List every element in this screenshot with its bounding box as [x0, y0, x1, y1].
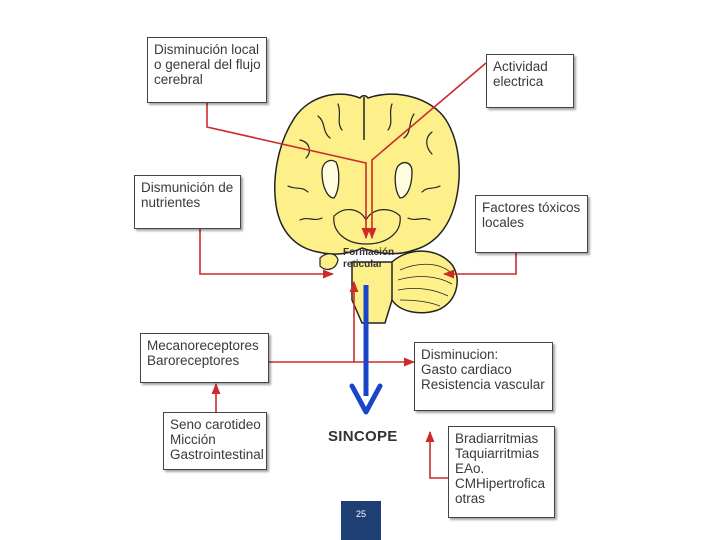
box-line: Taquiarritmias	[455, 446, 540, 461]
box-line: CMHipertrofica	[455, 476, 546, 491]
box-factores-toxicos: Factores tóxicos locales	[475, 195, 588, 253]
page-number-badge: 25	[341, 501, 381, 540]
box-actividad-electrica: Actividad electrica	[486, 54, 574, 108]
box-line: Baroreceptores	[147, 353, 240, 368]
box-line: Factores tóxicos	[482, 200, 581, 215]
box-line: Gasto cardiaco	[421, 362, 512, 377]
box-line: EAo.	[455, 461, 485, 476]
box-line: Bradiarritmias	[455, 431, 539, 446]
box-nutrientes: Dismunición de nutrientes	[134, 175, 241, 229]
box-line: Dismunición de	[141, 180, 234, 195]
box-line: cerebral	[154, 72, 203, 87]
sincope-label: SINCOPE	[328, 428, 398, 445]
box-line: Actividad	[493, 59, 548, 74]
page-number: 25	[355, 509, 366, 519]
label-line: Formación	[343, 247, 395, 258]
red-arrows	[199, 62, 517, 479]
box-line: Seno carotideo	[170, 417, 261, 432]
formacion-reticular-label: Formación reticular	[343, 247, 394, 271]
box-line: nutrientes	[141, 195, 201, 210]
box-line: Disminución local	[154, 42, 260, 57]
box-line: Micción	[170, 432, 216, 447]
box-flujo-cerebral: Disminución local o general del flujo ce…	[147, 37, 267, 103]
box-seno-carotideo: Seno carotideo Micción Gastrointestinal	[163, 412, 267, 470]
blue-arrow	[349, 285, 383, 415]
box-arritmias: Bradiarritmias Taquiarritmias EAo. CMHip…	[448, 426, 555, 518]
box-line: Resistencia vascular	[421, 377, 545, 392]
box-disminucion: Disminucion: Gasto cardiaco Resistencia …	[414, 342, 553, 411]
box-line: electrica	[493, 74, 544, 89]
box-receptores: Mecanoreceptores Baroreceptores	[140, 333, 269, 383]
box-line: Mecanoreceptores	[147, 338, 259, 353]
box-line: locales	[482, 215, 525, 230]
box-line: otras	[455, 491, 486, 506]
brain-illustration	[274, 93, 460, 324]
label-line: reticular	[343, 259, 383, 270]
box-line: o general del flujo	[154, 57, 261, 72]
box-line: Gastrointestinal	[170, 447, 264, 462]
box-line: Disminucion:	[421, 347, 499, 362]
